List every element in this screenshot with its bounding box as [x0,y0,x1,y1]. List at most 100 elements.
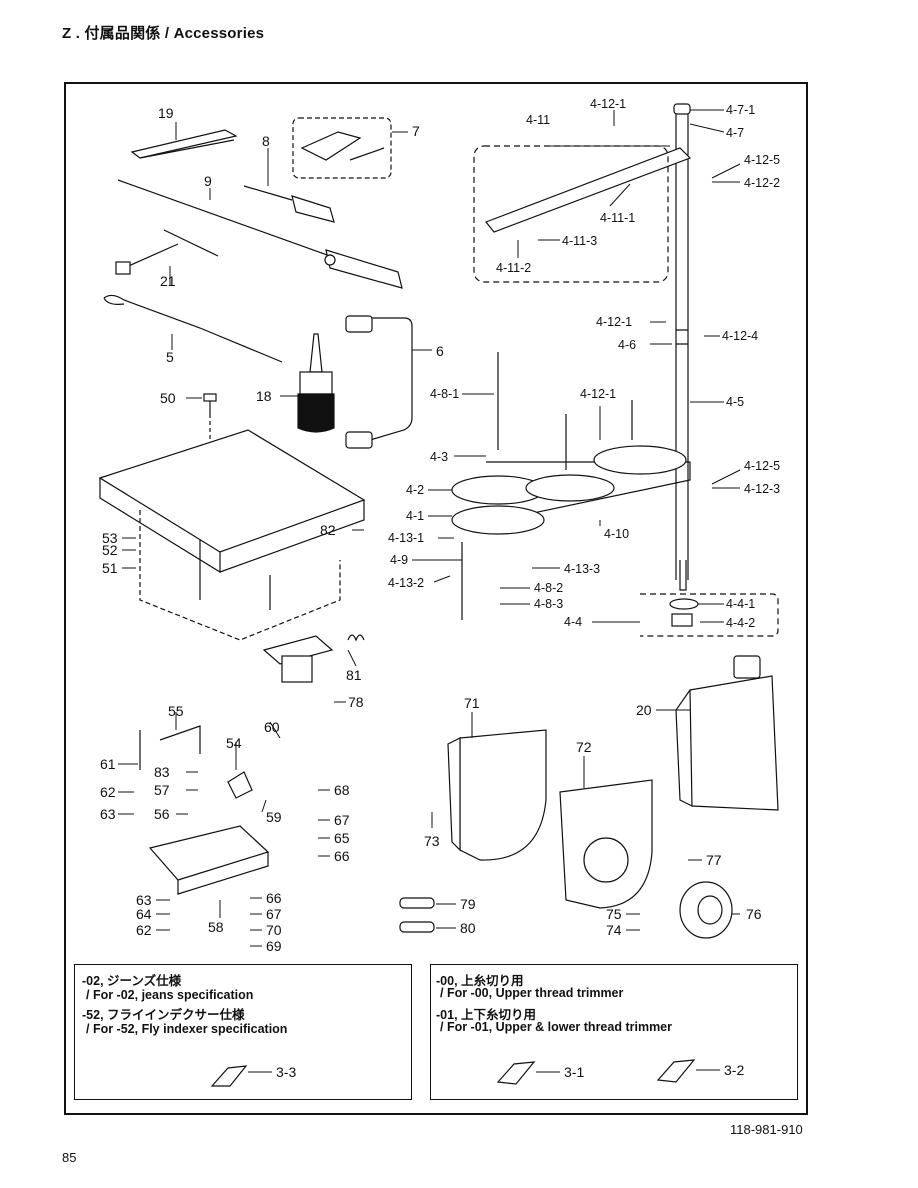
part-label-4-4-1: 4-4-1 [726,597,755,611]
part-label-82: 82 [320,522,336,538]
oiler-set-drawing [292,117,392,179]
part-label-7: 7 [412,123,420,139]
part-label-4-8-2: 4-8-2 [534,581,563,595]
part-label-4-13-2: 4-13-2 [388,576,424,590]
part-label-3-3: 3-3 [276,1064,296,1080]
part-label-4-12-1-low: 4-12-1 [580,387,616,401]
long-screwdriver-drawing [117,179,403,289]
part-label-4-11-2: 4-11-2 [496,261,531,275]
part-label-80: 80 [460,920,476,936]
part-label-4-7: 4-7 [726,126,744,140]
part-label-67-lower: 67 [266,906,282,922]
diagram-frame [64,82,808,1115]
part-label-52: 52 [102,542,118,558]
part-label-79: 79 [460,896,476,912]
part-label-6: 6 [436,343,444,359]
part-label-4-7-1: 4-7-1 [726,103,755,117]
note-left-line-1: -02, ジーンズ仕様 [82,974,182,988]
part-label-4-13-3: 4-13-3 [564,562,600,576]
part-label-4-12-2: 4-12-2 [744,176,780,190]
cover-72-drawing [559,779,653,909]
tweezers-drawing [130,129,238,159]
part-label-81: 81 [346,667,362,683]
part-label-4-6: 4-6 [618,338,636,352]
part-label-4-12-5-top: 4-12-5 [744,153,780,167]
part-label-66-lower: 66 [266,890,282,906]
oil-tank-drawing [675,655,779,811]
part-label-63-upper: 63 [100,806,116,822]
pulley-drawing [679,881,733,939]
part-label-56: 56 [154,806,170,822]
part-label-50: 50 [160,390,176,406]
part-label-60: 60 [264,719,280,735]
note-box-jeans-fly [74,964,412,1100]
screw-50-drawing [203,393,217,480]
t-wrench-drawing [115,229,219,275]
part-label-68: 68 [334,782,350,798]
part-label-3-2: 3-2 [724,1062,744,1078]
part-label-5: 5 [166,349,174,365]
part-label-4-12-3: 4-12-3 [744,482,780,496]
part-label-57: 57 [154,782,170,798]
part-label-4-12-5-low: 4-12-5 [744,459,780,473]
thread-guide-wire-drawing [345,315,413,449]
part-label-71: 71 [464,695,480,711]
part-label-3-1: 3-1 [564,1064,584,1080]
part-label-67-upper: 67 [334,812,350,828]
note-box-thread-trimmer [430,964,798,1100]
table-drawing [98,429,366,641]
fuses-drawing [399,897,435,933]
part-label-4-3: 4-3 [430,450,448,464]
thread-wire-drawing [103,294,283,363]
part-label-4-2: 4-2 [406,483,424,497]
part-label-76: 76 [746,906,762,922]
note-right-line-3: -01, 上下糸切り用 [436,1008,537,1022]
part-label-63-lower: 63 [136,892,152,908]
page-number: 85 [62,1150,77,1165]
part-label-4-10: 4-10 [604,527,629,541]
part-label-8: 8 [262,133,270,149]
part-label-18: 18 [256,388,272,404]
part-label-4-12-1-top: 4-12-1 [590,97,626,111]
part-label-19: 19 [158,105,174,121]
thread-stand-drawing [451,103,779,637]
part-label-78: 78 [348,694,364,710]
part-label-4-8-1: 4-8-1 [430,387,459,401]
part-label-21: 21 [160,273,176,289]
part-label-4-1: 4-1 [406,509,424,523]
part-label-55: 55 [168,703,184,719]
part-label-4-12-4: 4-12-4 [722,329,758,343]
part-label-51: 51 [102,560,118,576]
part-label-66-upper: 66 [334,848,350,864]
note-right-line-4: / For -01, Upper & lower thread trimmer [440,1020,672,1034]
part-label-4-4: 4-4 [564,615,582,629]
part-label-62-upper: 62 [100,784,116,800]
section-title: Z . 付属品関係 / Accessories [62,25,265,42]
part-label-73: 73 [424,833,440,849]
part-label-4-4-2: 4-4-2 [726,616,755,630]
bracket-assembly-drawing [139,725,270,895]
clamp-parts-drawing [210,1059,696,1087]
part-label-70: 70 [266,922,282,938]
part-label-74: 74 [606,922,622,938]
part-label-4-12-1-mid: 4-12-1 [596,315,632,329]
part-label-4-11: 4-11 [526,113,550,127]
part-label-4-11-1: 4-11-1 [600,211,635,225]
part-label-83: 83 [154,764,170,780]
part-label-4-8-3: 4-8-3 [534,597,563,611]
part-label-77: 77 [706,852,722,868]
plate-bracket-drawing [262,634,365,683]
part-label-75: 75 [606,906,622,922]
part-label-4-9: 4-9 [390,553,408,567]
note-left-line-4: / For -52, Fly indexer specification [86,1022,288,1036]
part-label-53: 53 [102,530,118,546]
part-label-4-13-1: 4-13-1 [388,531,424,545]
document-number: 118-981-910 [730,1122,803,1137]
part-label-61: 61 [100,756,116,772]
part-label-9: 9 [204,173,212,189]
part-label-65: 65 [334,830,350,846]
part-label-62-lower: 62 [136,922,152,938]
part-label-54: 54 [226,735,242,751]
part-label-59: 59 [266,809,282,825]
